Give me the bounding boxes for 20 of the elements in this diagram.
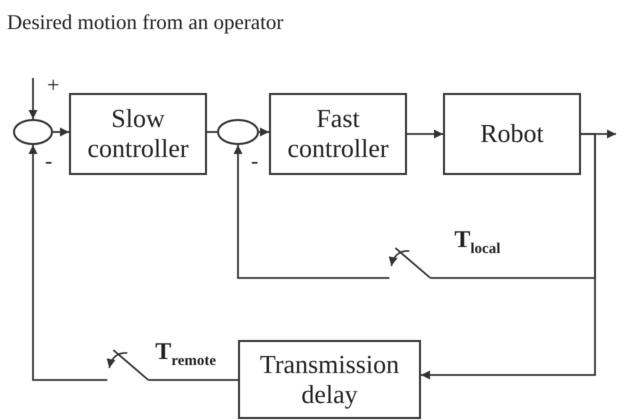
- block-label: Fast controller: [286, 104, 390, 164]
- block-box: [69, 93, 207, 175]
- feedback-line: [28, 145, 238, 381]
- arrow: [53, 128, 69, 136]
- block-label: Robot: [480, 119, 544, 149]
- sign-label: -: [251, 150, 258, 172]
- arrow: [407, 130, 443, 138]
- block-box: [269, 93, 407, 175]
- arrow: [259, 128, 269, 136]
- block-label: Slow controller: [86, 104, 190, 164]
- arrow: [28, 78, 38, 119]
- sign-label: +: [47, 74, 60, 96]
- summing-junction: [217, 119, 259, 145]
- feedback-line: [234, 133, 596, 279]
- input-label: Desired motion from an operator: [7, 10, 284, 35]
- block-label: Transmission delay: [258, 350, 400, 410]
- sign-label: -: [45, 150, 52, 172]
- block-box: [443, 93, 581, 175]
- block-box: [238, 340, 421, 419]
- summing-junction: [13, 119, 53, 145]
